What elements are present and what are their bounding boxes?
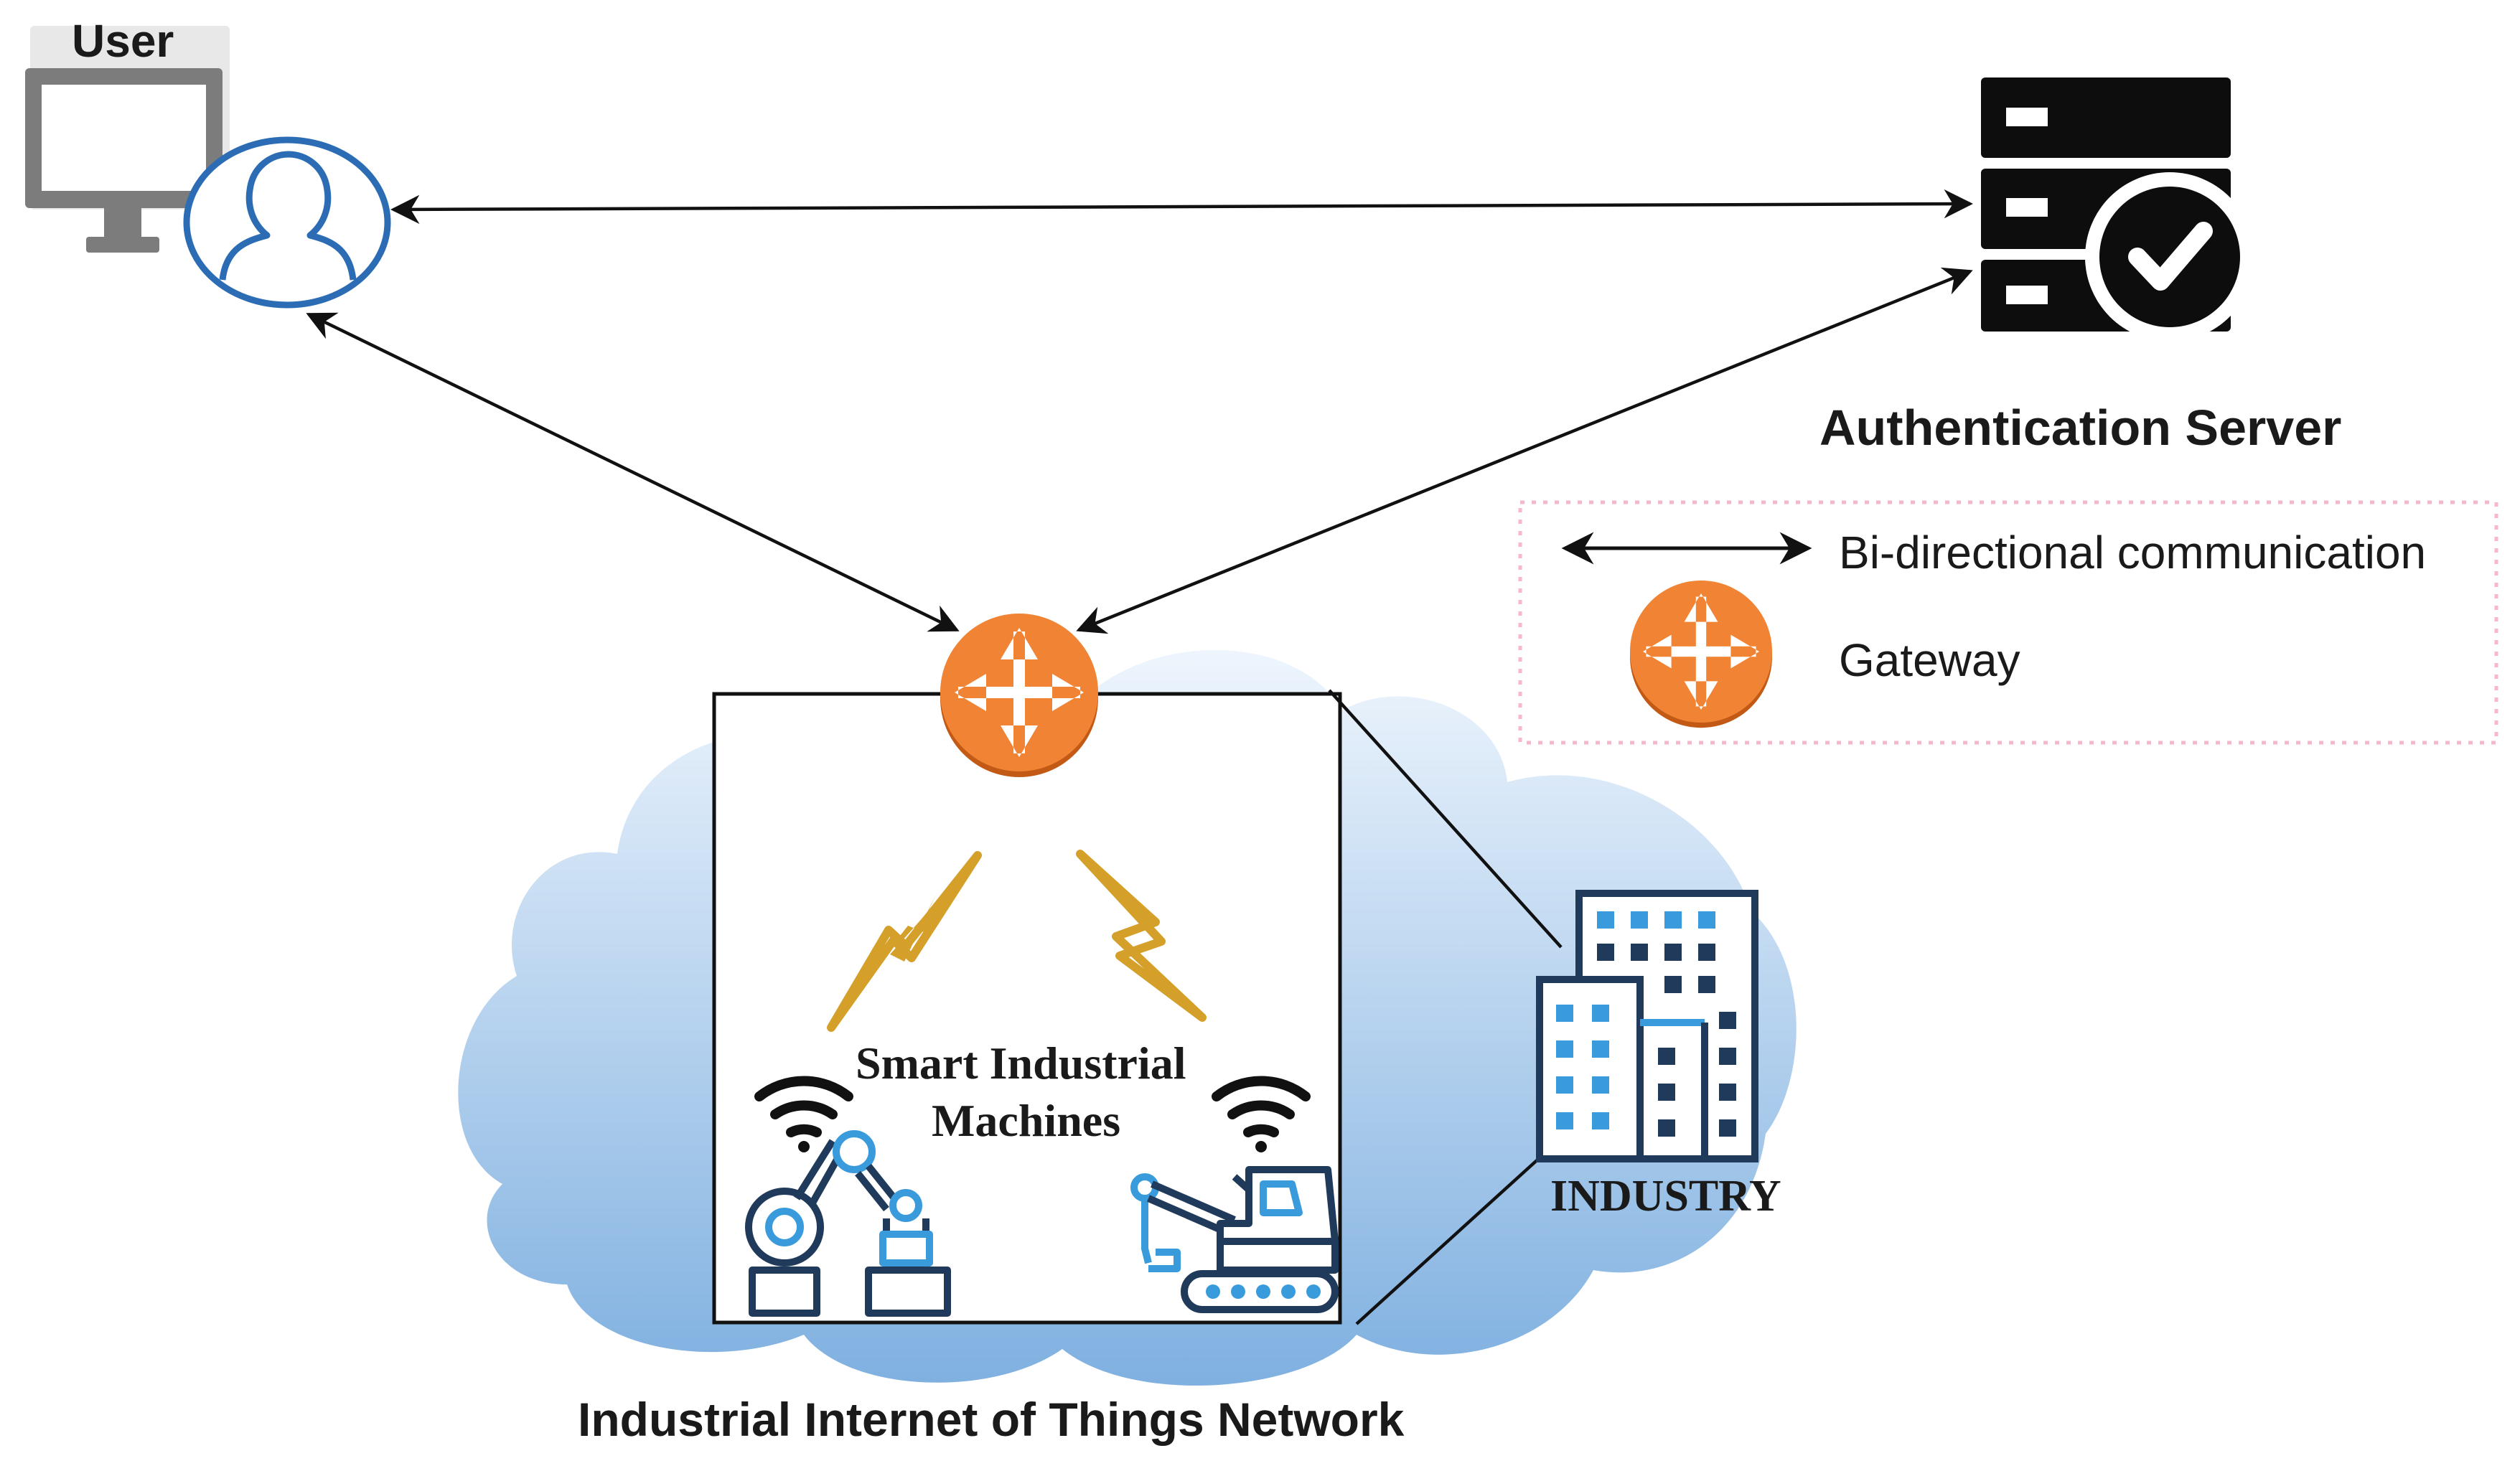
industry-building-icon bbox=[1536, 890, 1758, 1162]
user-label: User bbox=[72, 15, 174, 67]
arrow-user-server bbox=[390, 189, 1974, 225]
arrow-user-gateway bbox=[306, 312, 960, 632]
zoom-line-bottom bbox=[1355, 1147, 1552, 1325]
user-avatar-icon bbox=[183, 136, 391, 309]
legend-gateway-icon bbox=[1630, 581, 1772, 728]
server-label: Authentication Server bbox=[1819, 400, 2342, 456]
user-computer-icon bbox=[25, 26, 230, 253]
machines-label-line2: Machines bbox=[932, 1095, 1121, 1146]
authentication-server-icon bbox=[1981, 77, 2254, 342]
wireless-bolt-left-outline bbox=[827, 851, 982, 1032]
wireless-bolt-right-icon bbox=[1076, 850, 1207, 1022]
wifi-icon-left bbox=[754, 1076, 853, 1152]
excavator-icon bbox=[1130, 1166, 1339, 1313]
network-label: Industrial Internet of Things Network bbox=[578, 1393, 1405, 1446]
robotic-arm-icon bbox=[745, 1130, 951, 1317]
gateway-router-icon bbox=[940, 614, 1098, 777]
arrow-server-gateway bbox=[1076, 267, 1973, 634]
industry-label: INDUSTRY bbox=[1550, 1172, 1781, 1221]
zoom-line-top bbox=[1328, 689, 1563, 949]
legend-arrow-label: Bi-directional communication bbox=[1839, 527, 2427, 578]
legend-gateway-label: Gateway bbox=[1839, 634, 2020, 686]
machines-label-line1: Smart Industrial bbox=[856, 1038, 1186, 1089]
wifi-icon-right bbox=[1212, 1076, 1311, 1152]
